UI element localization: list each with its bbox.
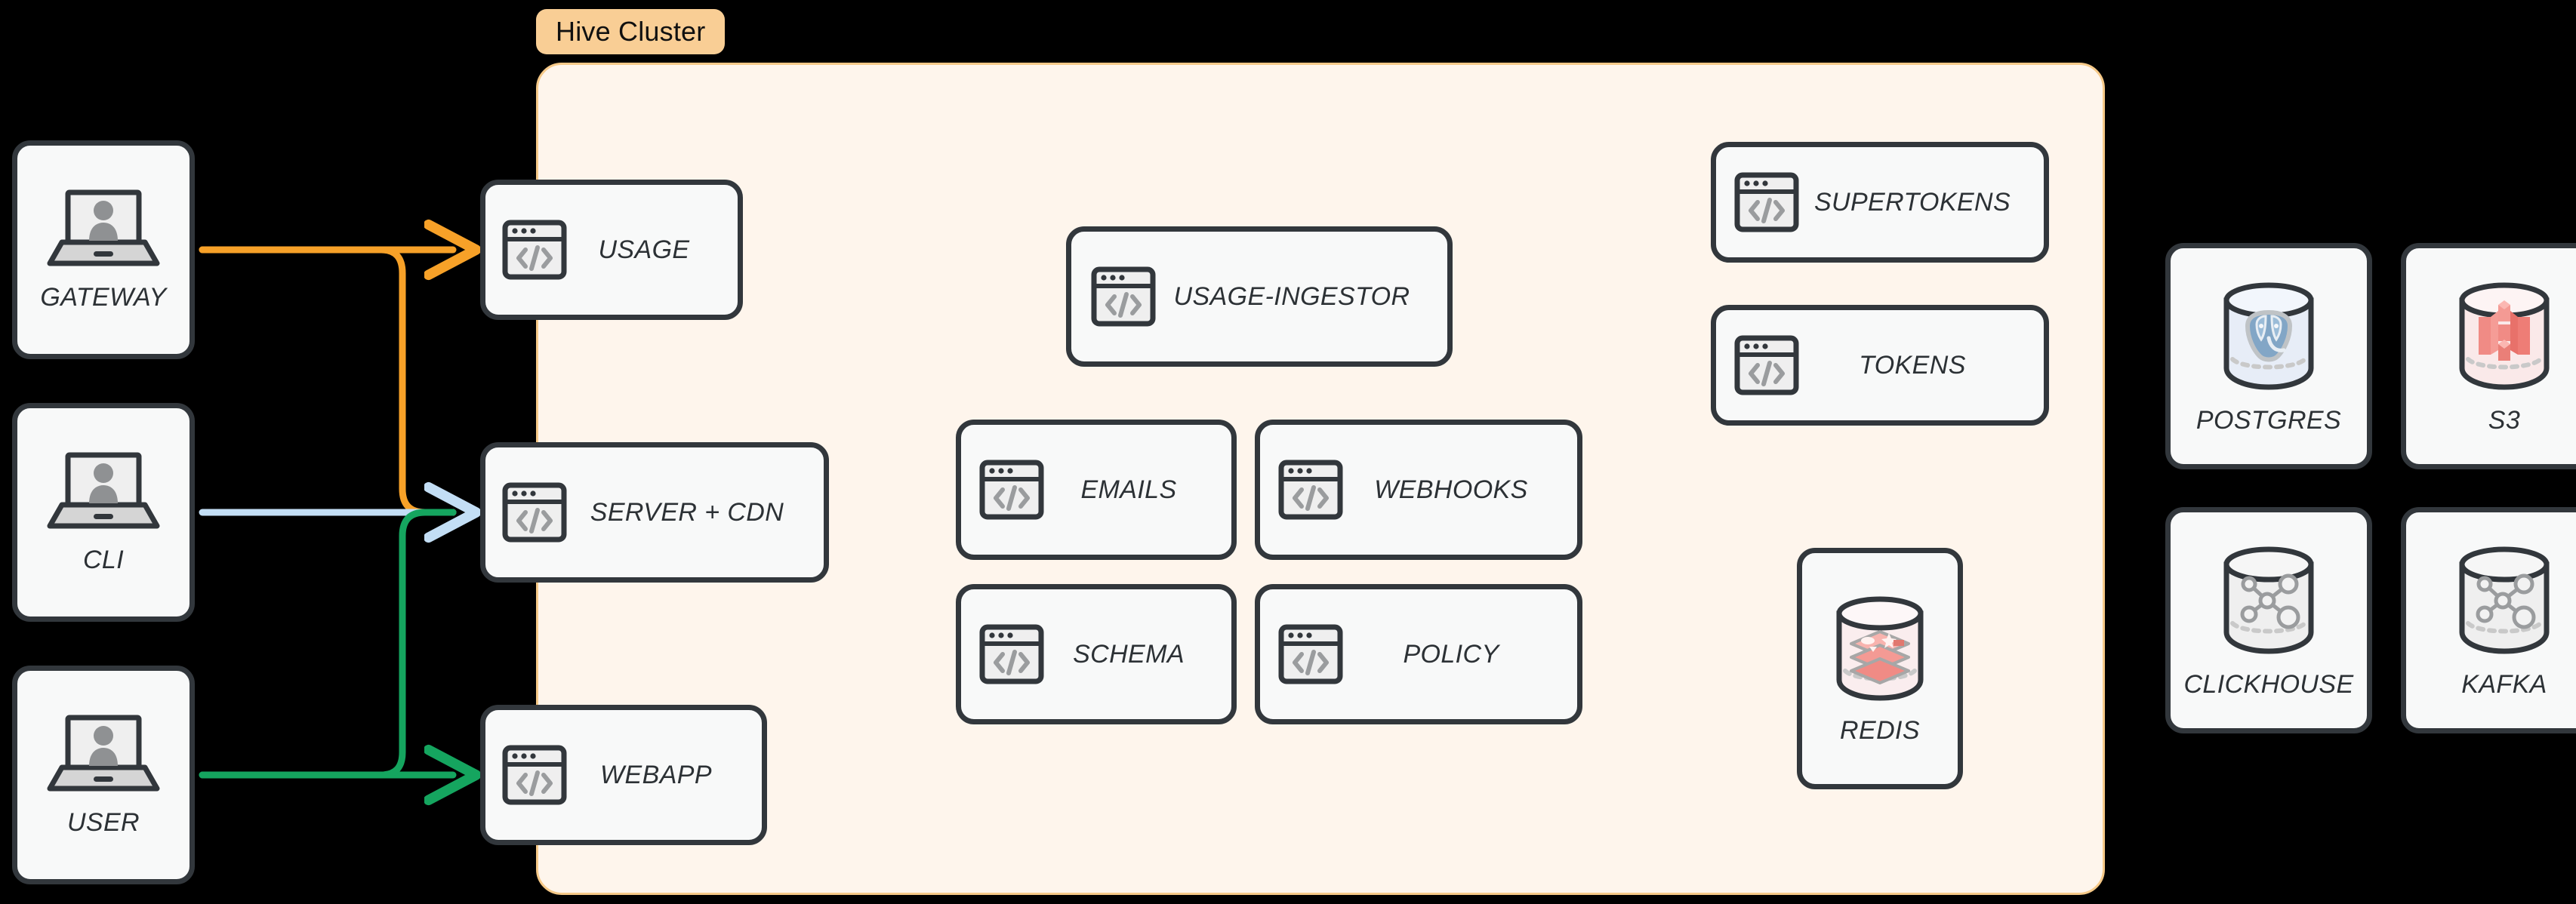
code-window-icon	[1278, 624, 1343, 684]
node-label: USER	[66, 807, 140, 837]
node-label: KAFKA	[2461, 669, 2547, 699]
redis-cylinder-icon	[1830, 592, 1930, 703]
code-window-icon	[1278, 460, 1343, 520]
laptop-user-icon	[47, 188, 160, 269]
node-label: CLICKHOUSE	[2183, 669, 2354, 699]
code-window-icon	[1734, 172, 1799, 232]
node-webhooks[interactable]: WEBHOOKS	[1255, 420, 1582, 560]
laptop-user-icon	[47, 450, 160, 532]
graph-cylinder-icon	[2216, 542, 2322, 656]
code-window-icon	[502, 220, 567, 280]
node-label: SCHEMA	[1073, 639, 1185, 669]
code-window-icon	[1091, 266, 1156, 327]
node-label: SUPERTOKENS	[1813, 187, 2011, 217]
node-label: POLICY	[1403, 639, 1499, 669]
node-postgres[interactable]: POSTGRES	[2165, 243, 2372, 469]
code-window-icon	[502, 745, 567, 805]
node-label: WEBHOOKS	[1374, 475, 1528, 504]
code-window-icon	[1734, 335, 1799, 395]
node-policy[interactable]: POLICY	[1255, 584, 1582, 724]
node-label: USAGE	[598, 235, 690, 264]
node-clickhouse[interactable]: CLICKHOUSE	[2165, 507, 2372, 733]
postgres-cylinder-icon	[2216, 278, 2322, 392]
node-label: CLI	[82, 545, 125, 574]
node-label: POSTGRES	[2195, 405, 2342, 435]
node-label: WEBAPP	[600, 760, 712, 789]
node-kafka[interactable]: KAFKA	[2401, 507, 2576, 733]
node-webapp[interactable]: WEBAPP	[480, 705, 767, 845]
node-label: EMAILS	[1080, 475, 1177, 504]
code-window-icon	[502, 482, 567, 543]
graph-cylinder-icon	[2451, 542, 2557, 656]
node-server-cdn[interactable]: SERVER + CDN	[480, 442, 829, 583]
node-label: REDIS	[1840, 715, 1920, 745]
node-gateway[interactable]: GATEWAY	[12, 140, 195, 359]
node-cli[interactable]: CLI	[12, 403, 195, 622]
node-redis[interactable]: REDIS	[1797, 548, 1963, 789]
node-label: USAGE-INGESTOR	[1173, 281, 1410, 311]
wire-gateway-to-server-cdn	[199, 246, 457, 516]
node-usage[interactable]: USAGE	[480, 180, 743, 320]
node-tokens[interactable]: TOKENS	[1711, 305, 2049, 426]
wire-user-to-server-cdn	[199, 509, 457, 779]
node-label: TOKENS	[1859, 350, 1966, 380]
node-schema[interactable]: SCHEMA	[956, 584, 1237, 724]
hive-cluster-badge: Hive Cluster	[536, 9, 726, 54]
laptop-user-icon	[47, 713, 160, 795]
node-supertokens[interactable]: SUPERTOKENS	[1711, 142, 2049, 263]
node-s3[interactable]: S3	[2401, 243, 2576, 469]
node-label: SERVER + CDN	[590, 497, 784, 527]
s3-cylinder-icon	[2451, 278, 2557, 392]
node-label: GATEWAY	[40, 282, 167, 312]
code-window-icon	[979, 460, 1044, 520]
node-emails[interactable]: EMAILS	[956, 420, 1237, 560]
node-label: S3	[2488, 405, 2521, 435]
node-usage-ingestor[interactable]: USAGE-INGESTOR	[1066, 226, 1453, 367]
node-user[interactable]: USER	[12, 666, 195, 884]
code-window-icon	[979, 624, 1044, 684]
